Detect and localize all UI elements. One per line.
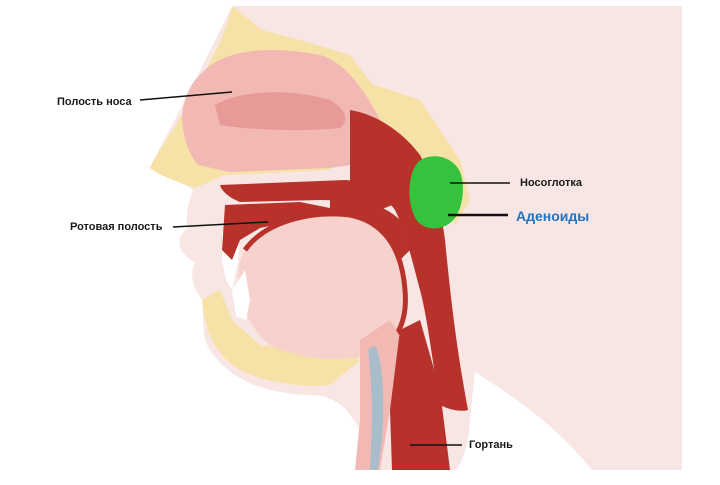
lower-tooth: [232, 270, 250, 320]
vocal-structure: [368, 345, 384, 470]
label-nasopharynx: Носоглотка: [520, 177, 582, 189]
mandible-bone: [202, 290, 360, 386]
label-larynx: Гортань: [469, 439, 513, 451]
hard-palate: [220, 180, 392, 210]
label-oral-cavity: Ротовая полость: [70, 221, 163, 233]
leader-nasal-cavity: [139, 91, 233, 101]
adenoids: [409, 156, 463, 229]
label-nasal-cavity: Полость носа: [57, 96, 132, 108]
pharynx-wall: [350, 110, 468, 411]
leader-oral-cavity: [172, 221, 269, 228]
nasal-turbinate: [215, 92, 346, 131]
trachea: [390, 320, 450, 470]
tongue: [238, 213, 406, 359]
label-adenoids: Аденоиды: [516, 208, 590, 224]
oral-cavity: [222, 202, 340, 260]
